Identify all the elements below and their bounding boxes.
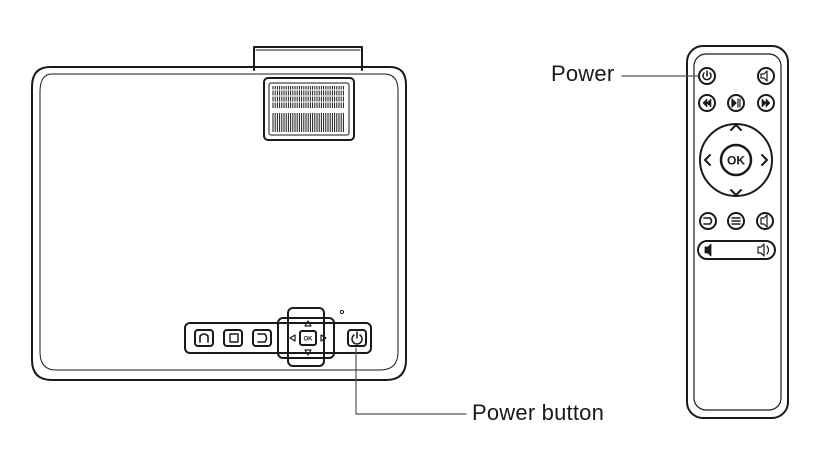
remote-ok-button[interactable] bbox=[719, 143, 753, 177]
projector-down-arrow-icon[interactable] bbox=[304, 349, 312, 356]
projector-top-housing bbox=[253, 46, 363, 71]
remote-rewind-button[interactable] bbox=[698, 94, 716, 112]
projector-power-button[interactable] bbox=[347, 329, 367, 347]
remote-power-icon bbox=[702, 70, 712, 81]
projector-power-leader-line bbox=[355, 347, 467, 415]
remote-settings-button[interactable] bbox=[756, 212, 774, 230]
projector-left-arrow-icon[interactable] bbox=[289, 334, 296, 342]
projector-ok-label: OK bbox=[304, 337, 314, 343]
projector-back-button[interactable] bbox=[252, 329, 272, 347]
play-pause-icon bbox=[731, 98, 741, 108]
remote-right-arrow-icon[interactable] bbox=[761, 154, 768, 166]
remote-back-button[interactable] bbox=[699, 212, 717, 230]
rewind-icon bbox=[702, 98, 712, 108]
remote-ok-label: OK bbox=[727, 154, 745, 168]
remote-fast-forward-button[interactable] bbox=[757, 94, 775, 112]
projector-power-icon bbox=[351, 331, 363, 345]
volume-down-icon bbox=[704, 243, 712, 257]
projector-vent-grille bbox=[263, 77, 355, 141]
projector bbox=[31, 46, 407, 381]
remote-power-label: Power bbox=[551, 61, 615, 86]
projector-ok-button[interactable] bbox=[299, 330, 317, 346]
remote-left-arrow-icon[interactable] bbox=[704, 154, 711, 166]
remote-up-arrow-icon[interactable] bbox=[730, 124, 742, 131]
menu-icon bbox=[731, 217, 741, 225]
projector-indicator-led bbox=[339, 309, 345, 315]
remote-power-button[interactable] bbox=[698, 67, 716, 85]
projector-right-arrow-icon[interactable] bbox=[320, 334, 327, 342]
remote-play-pause-button[interactable] bbox=[727, 94, 745, 112]
projector-body bbox=[31, 66, 407, 381]
remote-down-arrow-icon[interactable] bbox=[730, 189, 742, 196]
settings-icon bbox=[760, 214, 768, 228]
remote-control bbox=[686, 45, 789, 419]
remote-volume-rocker[interactable] bbox=[697, 240, 776, 260]
remote-menu-button[interactable] bbox=[727, 212, 745, 230]
back-icon bbox=[703, 217, 713, 225]
vent-grille-lines bbox=[272, 86, 346, 132]
mute-icon bbox=[760, 70, 768, 82]
remote-mute-button[interactable] bbox=[757, 67, 775, 85]
projector-power-label: Power button bbox=[472, 400, 605, 425]
fast-forward-icon bbox=[761, 98, 771, 108]
projector-home-button[interactable] bbox=[194, 329, 214, 347]
projector-source-button[interactable] bbox=[223, 329, 243, 347]
volume-up-icon bbox=[757, 243, 770, 257]
remote-body bbox=[686, 45, 789, 419]
projector-up-arrow-icon[interactable] bbox=[304, 320, 312, 327]
